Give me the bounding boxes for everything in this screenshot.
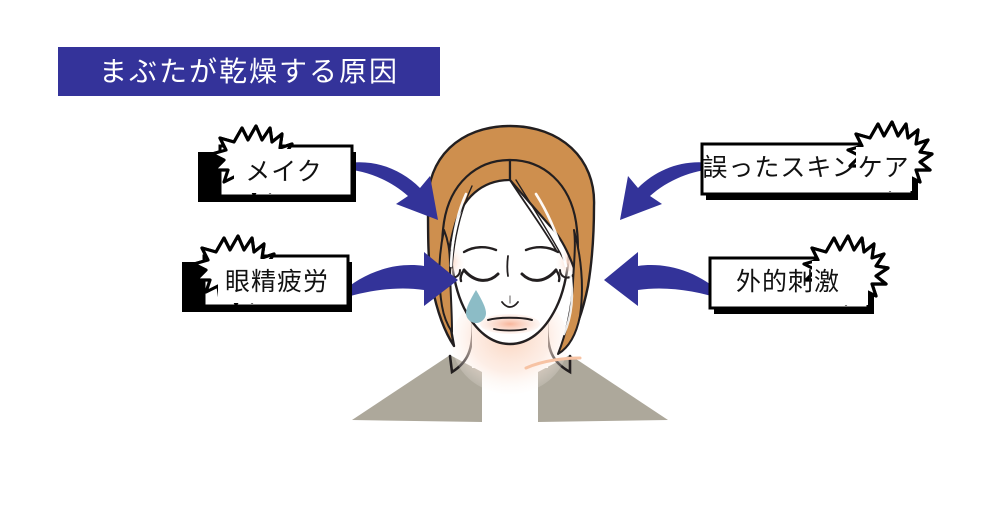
- callout-skincare[interactable]: 誤ったスキンケア: [696, 118, 934, 210]
- eyebrows: [462, 246, 560, 277]
- callout-irritation-label: 外的刺激: [735, 267, 840, 296]
- callout-makeup-label: メイク: [245, 157, 323, 186]
- nose: [501, 295, 519, 308]
- arrow-eyestrain: [336, 250, 460, 320]
- arrow-irritation: [604, 250, 726, 320]
- callout-eyestrain-label: 眼精疲労: [224, 267, 329, 296]
- closed-eyes: [459, 268, 561, 283]
- tear-drop: [466, 290, 486, 323]
- woman-face-illustration: [330, 110, 690, 522]
- callout-makeup[interactable]: メイク: [186, 122, 362, 210]
- callout-irritation[interactable]: 外的刺激: [704, 232, 890, 322]
- page-title-banner: まぶたが乾燥する原因: [58, 47, 440, 96]
- page-title: まぶたが乾燥する原因: [98, 55, 399, 87]
- callout-skincare-label: 誤ったスキンケア: [702, 153, 910, 182]
- callout-eyestrain[interactable]: 眼精疲労: [168, 232, 358, 320]
- lips: [480, 314, 540, 334]
- arrow-makeup: [338, 146, 458, 230]
- arrow-skincare: [598, 146, 720, 230]
